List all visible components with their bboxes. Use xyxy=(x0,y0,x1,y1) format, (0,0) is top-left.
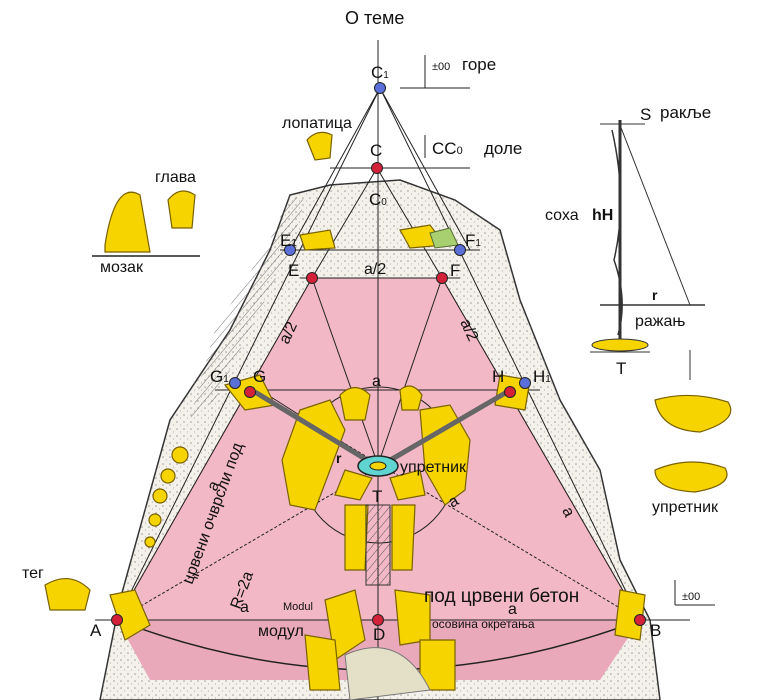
point-C1 xyxy=(374,82,386,94)
point-C1-label: C1 xyxy=(371,63,389,82)
a-bottom-left: a xyxy=(240,599,249,616)
point-E-label: E xyxy=(288,261,299,280)
point-E xyxy=(306,272,318,284)
yellow-stones xyxy=(44,131,732,691)
rakle-label: ракље xyxy=(660,103,711,122)
mozak-label: мозак xyxy=(100,259,144,276)
point-G-label: G xyxy=(253,367,266,386)
down-marker: CC0 xyxy=(432,139,463,158)
upretnik-right-label: упретник xyxy=(652,499,719,516)
soha-hH-label: hH xyxy=(592,207,613,224)
down-word: доле xyxy=(484,139,522,158)
osovina-label: осовина окретања xyxy=(432,617,535,631)
level-markers xyxy=(424,55,715,606)
a-mid: a xyxy=(372,373,381,390)
point-F-label: F xyxy=(450,261,460,280)
point-G1 xyxy=(229,377,241,389)
point-C-label: C xyxy=(370,141,382,160)
a-bottom-right: a xyxy=(508,601,517,618)
point-F xyxy=(436,272,448,284)
point-H1-label: H1 xyxy=(533,367,551,386)
pod-beton-label: под црвени бетон xyxy=(424,586,579,607)
point-D xyxy=(372,614,384,626)
glava-label: глава xyxy=(155,169,196,186)
up-marker: ±00 xyxy=(432,61,450,73)
point-D-label: D xyxy=(373,625,385,644)
point-A xyxy=(111,614,123,626)
point-C0-label: C0 xyxy=(369,190,387,209)
lopatica-label: лопатица xyxy=(282,115,352,132)
hatched-slope-left xyxy=(190,195,305,420)
right-marker: ±00 xyxy=(682,591,700,603)
point-G xyxy=(244,386,256,398)
point-F1 xyxy=(454,244,466,256)
point-H xyxy=(504,386,516,398)
r-label-soha: r xyxy=(652,287,658,303)
point-S: S xyxy=(640,105,651,124)
point-B-label: B xyxy=(650,621,661,640)
soha-label: соха xyxy=(545,207,579,224)
point-H-label: H xyxy=(492,367,504,386)
a2-top: a/2 xyxy=(364,261,386,278)
point-A-label: A xyxy=(90,621,102,640)
point-T: T xyxy=(616,359,626,378)
up-word: горе xyxy=(462,55,496,74)
upretnik-center-label: упретник xyxy=(400,459,467,476)
point-F1-label: F1 xyxy=(465,231,481,250)
arm-left xyxy=(253,389,377,468)
center-upretnik-core xyxy=(369,461,387,471)
r-label-center: r xyxy=(336,450,342,466)
central-shaft xyxy=(365,504,391,586)
modul-label: модул xyxy=(258,623,304,640)
point-B xyxy=(634,614,646,626)
arm-right xyxy=(380,389,509,468)
point-G1-label: G1 xyxy=(210,367,229,386)
rajan-label: ражањ xyxy=(635,313,685,330)
point-E1-label: E1 xyxy=(280,231,297,250)
teg-label: тег xyxy=(22,565,44,582)
point-H1 xyxy=(519,377,531,389)
point-C xyxy=(371,162,383,174)
points xyxy=(111,82,646,626)
point-T-center: T xyxy=(372,487,382,506)
pale-rock xyxy=(344,647,431,700)
title: О теме xyxy=(345,8,404,28)
soha-diagram xyxy=(590,120,705,380)
point-E1 xyxy=(284,244,296,256)
modul-small-label: Modul xyxy=(283,601,313,613)
